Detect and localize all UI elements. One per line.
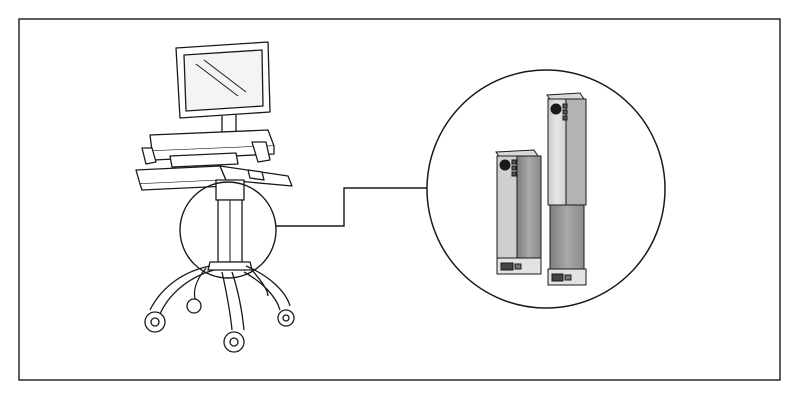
lift-column-retracted: [495, 149, 542, 275]
callout-connector: [276, 187, 430, 227]
monitor: [175, 41, 271, 133]
detail-circle: [426, 69, 666, 309]
lift-column-icon: [550, 103, 568, 121]
caster-rear-right: [277, 309, 295, 327]
figure-border: [18, 18, 781, 381]
focus-circle: [179, 181, 277, 279]
caster-front-left: [144, 311, 166, 333]
lift-column-extended: [546, 92, 587, 286]
cart-illustration: [135, 41, 295, 353]
control-panel-icon: [499, 159, 517, 177]
caster-rear-left: [186, 298, 202, 314]
caster-front-right: [223, 331, 245, 353]
worksurface: [141, 129, 275, 168]
